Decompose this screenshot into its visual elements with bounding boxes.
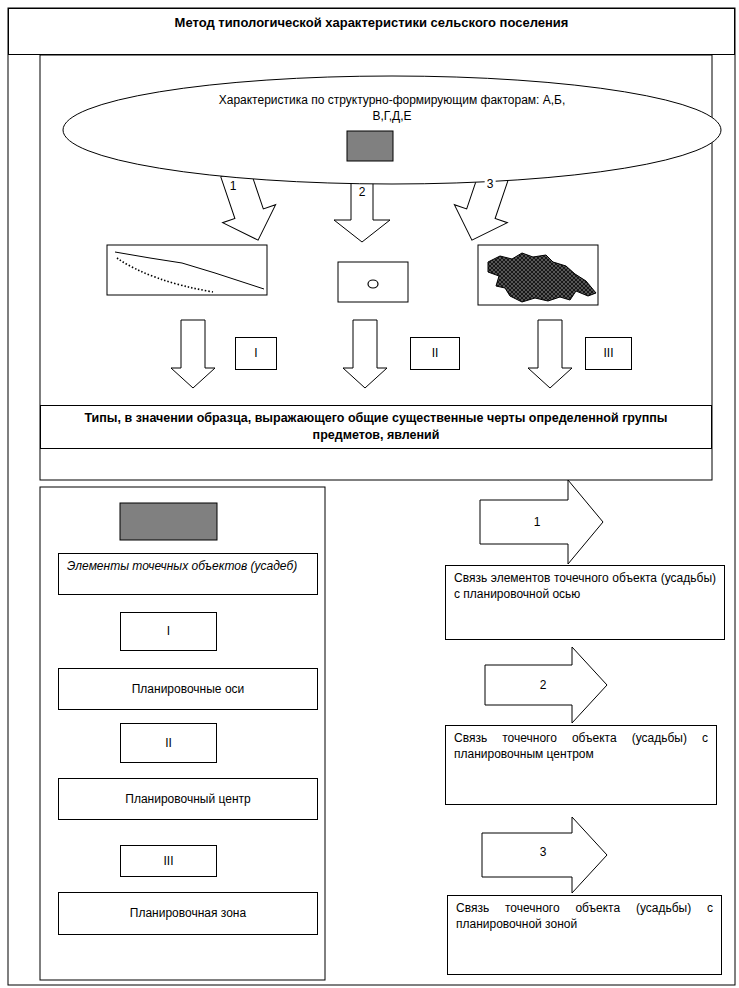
block-arrow [334, 178, 390, 242]
relation-box: Связь элементов точечного объекта (усадь… [445, 565, 725, 640]
type-number-box: II [410, 337, 460, 370]
ellipse-outline [62, 75, 722, 185]
node-text: III [163, 853, 173, 869]
zone-box: Планировочная зона [58, 892, 318, 935]
relation-box: Связь точечного объекта (усадьбы) с план… [447, 895, 722, 975]
node-text: Характеристика по структурно-формирующим… [212, 92, 572, 124]
type-number-box: I [235, 337, 277, 370]
center-illustration [338, 262, 408, 302]
node-text: Элементы точечных объектов (усадеб) [67, 558, 309, 574]
node-text: III [603, 345, 613, 361]
center-box: Планировочный центр [58, 778, 318, 820]
grey-marker [120, 503, 217, 540]
types-band: Типы, в значении образца, выражающего об… [40, 405, 712, 449]
node-text: II [165, 735, 172, 751]
block-arrow [528, 320, 572, 388]
title-text: Метод типологической характеристики сель… [9, 15, 734, 30]
node-text: I [167, 623, 170, 639]
type-number-box: III [120, 845, 217, 877]
factor-ellipse: Характеристика по структурно-формирующим… [62, 75, 722, 185]
outer-frame [8, 8, 735, 985]
axis-illustration [107, 245, 267, 295]
callout-number: 1 [228, 179, 239, 193]
node-text: II [432, 345, 439, 361]
axis-box: Планировочные оси [58, 668, 318, 710]
node-text: Связь точечного объекта (усадьбы) с план… [454, 730, 708, 762]
callout-number: 3 [485, 177, 496, 191]
lower-left-panel [40, 487, 325, 980]
ellipse-shape [63, 76, 721, 184]
callout-number: 2 [357, 185, 368, 199]
relation-box: Связь точечного объекта (усадьбы) с план… [445, 725, 717, 805]
node-text: Планировочный центр [125, 791, 250, 807]
node-text: Типы, в значении образца, выражающего об… [81, 410, 671, 444]
type-number-box: III [585, 337, 632, 370]
type-number-box: II [120, 723, 217, 763]
node-text: I [254, 345, 257, 361]
node-text: Связь элементов точечного объекта (усадь… [454, 570, 716, 602]
block-arrow [171, 320, 215, 388]
callout-number: 2 [538, 678, 549, 692]
block-arrow [343, 320, 387, 388]
type-number-box: I [120, 612, 217, 651]
block-arrow [485, 647, 607, 723]
elements-box: Элементы точечных объектов (усадеб) [58, 553, 318, 595]
node-text: Связь точечного объекта (усадьбы) с план… [456, 900, 713, 932]
node-text: Планировочная зона [130, 905, 246, 921]
block-arrow [480, 480, 603, 564]
block-arrow [482, 817, 607, 893]
zone-illustration [478, 245, 598, 305]
callout-number: 3 [538, 845, 549, 859]
node-text: Планировочные оси [132, 681, 245, 697]
title-band: Метод типологической характеристики сель… [8, 8, 735, 55]
callout-number: 1 [532, 515, 543, 529]
